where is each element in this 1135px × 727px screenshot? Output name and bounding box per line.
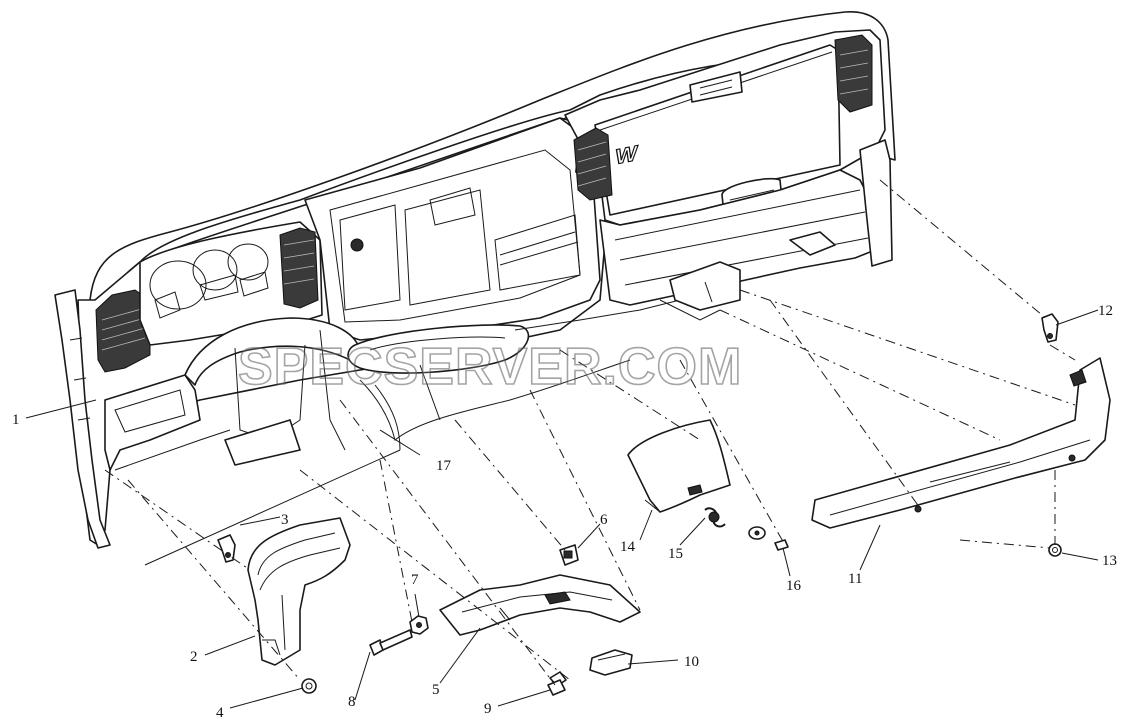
watermark-text: SPECSERVER.COM [238, 338, 742, 396]
callout-10: 10 [684, 654, 699, 670]
callout-17: 17 [436, 458, 452, 474]
callout-9: 9 [484, 701, 492, 717]
callout-3: 3 [281, 512, 289, 528]
part-8-bolt [369, 629, 413, 656]
callouts: 1 2 3 4 5 6 7 8 9 10 11 12 13 14 15 16 1… [12, 303, 1117, 721]
callout-2: 2 [190, 649, 198, 665]
callout-11: 11 [848, 571, 862, 587]
part-14-glove-box-lid [627, 419, 731, 513]
part-4-round-clip [301, 678, 317, 694]
callout-13: 13 [1102, 553, 1117, 569]
part-6-nut-clip [559, 544, 579, 566]
part-15-spring [704, 507, 726, 528]
part-11-lower-trim-panel [811, 357, 1111, 529]
leader-lines [25, 309, 1099, 709]
part-7-nut [409, 615, 429, 635]
part-12-clip-bracket [1041, 313, 1059, 343]
assembly-lines [104, 179, 1076, 686]
callout-7: 7 [411, 572, 419, 588]
dashboard-assembly: FAW [54, 11, 896, 549]
part-9-push-pin [547, 671, 567, 696]
callout-5: 5 [432, 682, 440, 698]
part-13-round-clip [1048, 543, 1062, 557]
part-5-lower-cover [439, 574, 641, 636]
callout-16: 16 [786, 578, 802, 594]
part-10-switch-cover [589, 649, 633, 676]
callout-6: 6 [600, 512, 608, 528]
callout-1: 1 [12, 412, 20, 428]
callout-15: 15 [668, 546, 683, 562]
callout-12: 12 [1098, 303, 1113, 319]
callout-14: 14 [620, 539, 636, 555]
part-2-steering-column-cover [247, 517, 351, 666]
part-16-screw [748, 526, 789, 551]
callout-8: 8 [348, 694, 356, 710]
callout-4: 4 [216, 705, 224, 721]
